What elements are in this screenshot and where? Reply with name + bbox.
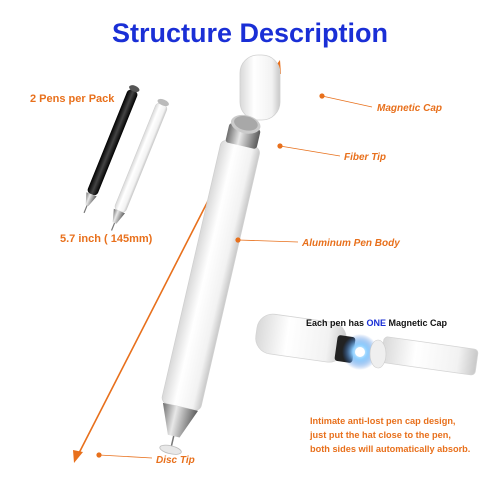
pack-pens-image [83,85,169,231]
page-title: Structure Description [111,18,389,48]
absorb-line-2: just put the hat close to the pen, [310,430,451,440]
disc-tip-label: Disc Tip [156,455,195,466]
magnetic-cap-image [255,313,479,376]
absorb-line-3: both sides will automatically absorb. [310,444,471,454]
fiber-tip-label: Fiber Tip [344,152,387,163]
magnetic-heading-highlight: ONE [366,318,387,328]
main-pen-image [159,54,281,455]
callout-lines [96,93,373,459]
length-label: 5.7 inch ( 145mm) [60,233,153,245]
pen-body-label: Aluminum Pen Body [302,238,400,249]
absorb-description: Intimate anti-lost pen cap design, just … [310,414,500,456]
magnetic-cap-heading: Each pen has ONE Magnetic Cap [306,318,447,328]
magnetic-heading-prefix: Each pen has [306,318,367,328]
pack-label: 2 Pens per Pack [30,93,115,105]
magnetic-cap-label: Magnetic Cap [377,103,443,114]
magnetic-heading-suffix: Magnetic Cap [386,318,448,328]
absorb-line-1: Intimate anti-lost pen cap design, [310,416,456,426]
